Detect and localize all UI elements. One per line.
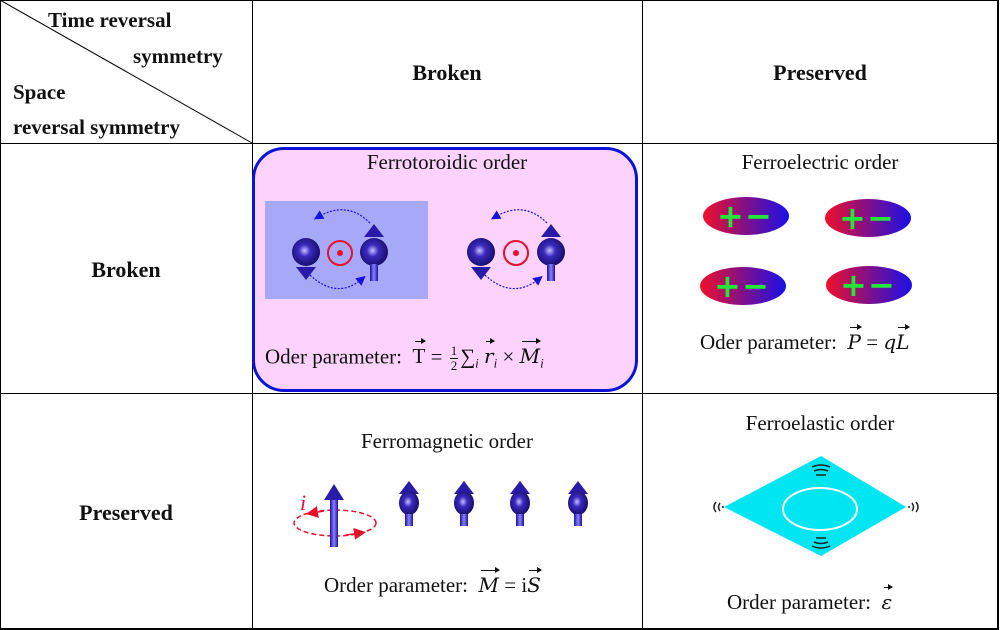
svg-text:−: − xyxy=(868,266,895,304)
corner-space-line2: reversal symmetry xyxy=(13,115,180,139)
equals-sign: = xyxy=(866,330,879,354)
dipole-4: + − xyxy=(826,266,912,304)
ferrotoroidic-title: Ferrotoroidic order xyxy=(366,150,528,174)
equals-sign: = xyxy=(430,344,443,369)
polarization-vector: P xyxy=(847,324,863,354)
spin-1 xyxy=(399,481,419,526)
sum-symbol: ∑ xyxy=(460,344,476,369)
corner-time-line2: symmetry xyxy=(133,44,223,68)
moment-index: i xyxy=(540,355,544,371)
ferroelastic-title: Ferroelastic order xyxy=(745,411,895,435)
svg-text:+: + xyxy=(714,267,741,305)
table-row-divider-1 xyxy=(0,143,999,144)
dipole-2: + − xyxy=(825,199,911,237)
position-index: i xyxy=(493,355,498,371)
current-loop: i xyxy=(293,484,377,547)
ferromagnetic-order-parameter: Order parameter: M = iS xyxy=(324,567,542,598)
table-row-divider-2 xyxy=(0,393,999,394)
corner-diagonal xyxy=(0,0,253,144)
table-border-left xyxy=(0,0,1,630)
order-parameter-label: Oder parameter: xyxy=(265,344,403,369)
svg-text:−: − xyxy=(867,199,894,237)
spin-3 xyxy=(510,481,530,526)
current-symbol: i xyxy=(521,573,528,597)
position-vector: r xyxy=(484,338,495,369)
order-parameter-label: Oder parameter: xyxy=(700,330,838,354)
svg-text:+: + xyxy=(840,266,867,304)
table-border-bottom xyxy=(0,628,999,630)
toroidal-moment-symbol: T xyxy=(412,338,427,369)
strained-crystal xyxy=(713,456,919,556)
magnetization-vector: M xyxy=(478,567,501,597)
magnetic-moment-vector: M xyxy=(519,338,542,369)
order-parameter-label: Order parameter: xyxy=(324,573,468,597)
fraction-numerator: 1 xyxy=(449,343,459,359)
displacement-vector: L xyxy=(896,324,911,354)
area-vector: S xyxy=(527,567,542,597)
ferrotoroidic-diagram xyxy=(265,201,565,299)
ferrotoroidic-panel-background xyxy=(265,201,428,299)
svg-text:+: + xyxy=(839,199,866,237)
toroid-pair-left xyxy=(292,209,388,290)
table-border-right xyxy=(997,0,999,630)
dipole-1: + − xyxy=(703,197,789,235)
row-header-broken: Broken xyxy=(91,257,161,282)
ferroelectric-title: Ferroelectric order xyxy=(741,150,899,174)
dipole-3: + − xyxy=(700,267,786,305)
spin-4 xyxy=(568,481,588,526)
spin-2 xyxy=(454,481,474,526)
charge-symbol: q xyxy=(883,330,897,354)
ferromagnetic-diagram: i xyxy=(293,481,588,547)
ferroelectric-order-parameter: Oder parameter: P = qL xyxy=(700,324,911,355)
column-header-broken: Broken xyxy=(412,60,482,85)
svg-text:+: + xyxy=(717,197,744,235)
fraction-denominator: 2 xyxy=(450,358,458,373)
svg-text:−: − xyxy=(742,267,769,305)
toroid-pair-right xyxy=(467,209,565,290)
cross-product-sign: × xyxy=(502,344,515,369)
ferroelastic-order-parameter: Order parameter: ε xyxy=(727,584,893,615)
sum-index: i xyxy=(475,355,479,371)
ferroelectric-diagram: + − + − + − + − xyxy=(700,197,912,305)
ferroelastic-diagram xyxy=(713,456,919,556)
order-parameter-label: Order parameter: xyxy=(727,590,871,614)
corner-space-line1: Space xyxy=(13,80,66,104)
column-header-preserved: Preserved xyxy=(773,60,867,85)
equals-sign: = xyxy=(504,573,517,597)
strain-vector: ε xyxy=(881,584,893,614)
svg-text:i: i xyxy=(300,490,306,515)
svg-text:−: − xyxy=(745,197,772,235)
corner-time-line1: Time reversal xyxy=(48,8,172,32)
row-header-preserved: Preserved xyxy=(79,500,173,525)
table-border-top xyxy=(0,0,999,1)
ferromagnetic-title: Ferromagnetic order xyxy=(360,429,533,453)
table-col-divider-2 xyxy=(642,0,643,630)
